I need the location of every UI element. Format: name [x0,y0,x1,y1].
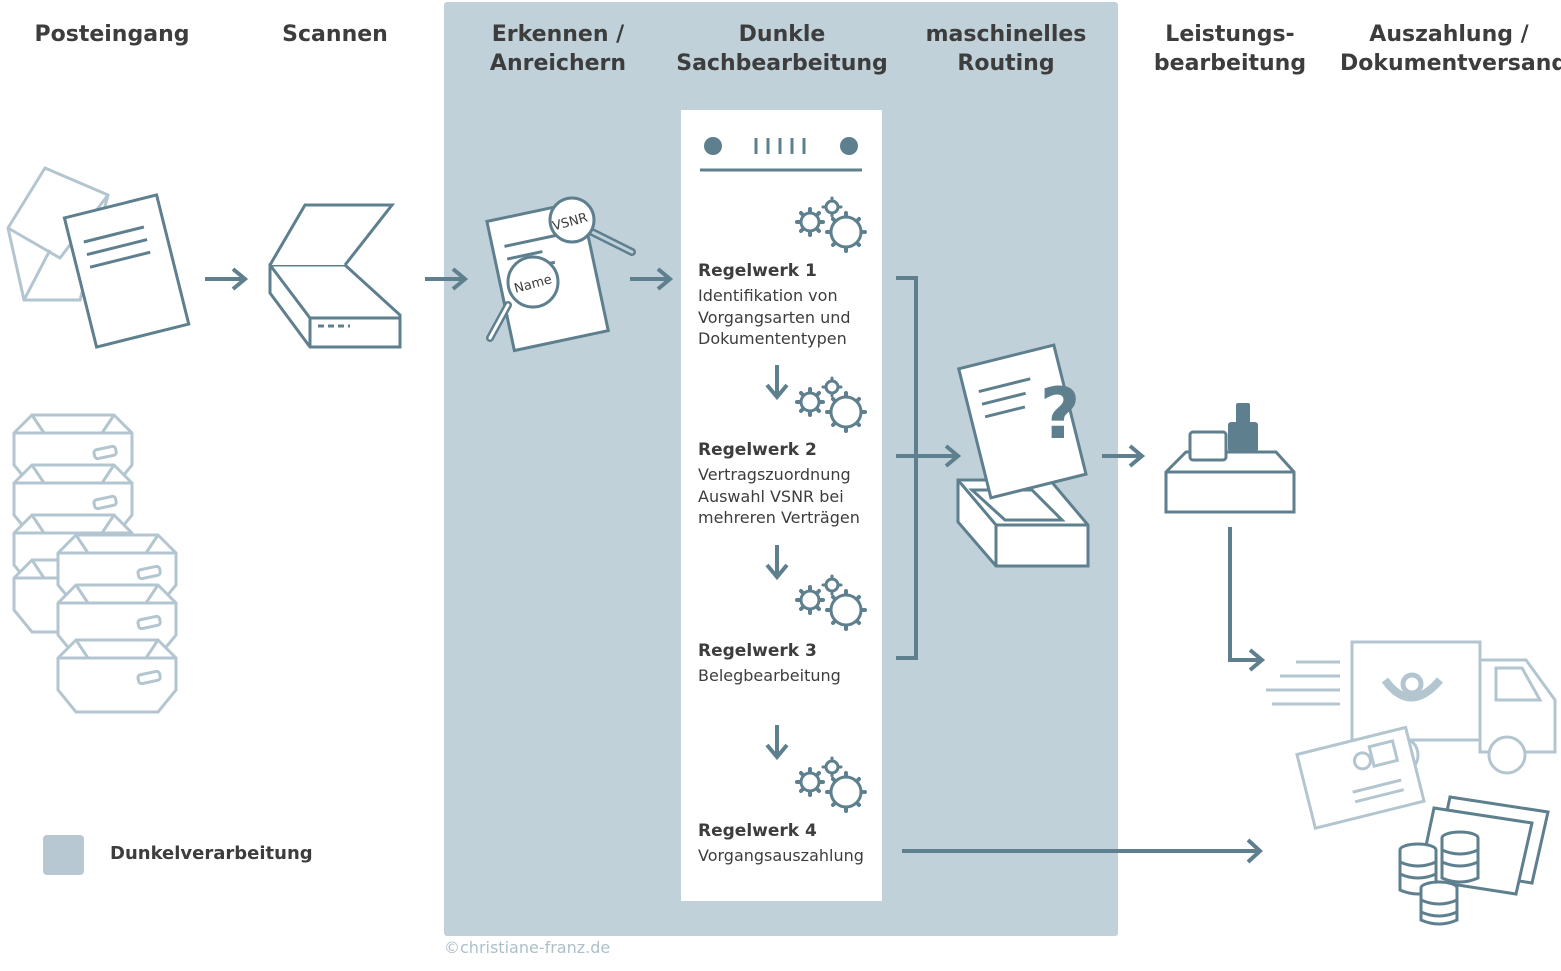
down-arrow-3 [765,723,789,759]
routing-tray-icon [956,478,1090,568]
arrow-long-payout [902,838,1263,864]
arrow-right-4 [916,444,960,468]
mail-tray-stack-icon [12,413,178,714]
header-leistungsbearbeitung: Leistungs- bearbeitung [1153,22,1307,76]
banknotes-icon [1417,795,1550,896]
header-routing: maschinelles Routing [925,22,1087,76]
gears-icon-4 [795,756,867,813]
rule-4-title: Regelwerk 4 [698,821,817,841]
down-arrow-1 [765,363,789,399]
header-posteingang: Posteingang [34,22,190,47]
gears-icon-1 [795,196,867,253]
arrow-right-1 [203,267,247,291]
coin-stacks-icon [1398,830,1480,926]
server-header-icon [700,137,862,172]
rule-3-title: Regelwerk 3 [698,641,817,661]
rule-1-desc: Identifikation von Vorgangsarten und Dok… [698,286,851,348]
document-recognition-icon [485,196,636,353]
rule-4-desc: Vorgangsauszahlung [698,846,864,865]
arrow-down-right [1228,527,1266,672]
header-scannen: Scannen [282,22,388,47]
legend-label: Dunkelverarbeitung [110,843,313,864]
header-auszahlung: Auszahlung / Dokumentversand [1340,22,1561,76]
desk-stamp-icon [1164,403,1296,514]
rule-1-title: Regelwerk 1 [698,261,817,281]
post-horn-icon [1381,672,1444,702]
gears-icon-3 [795,574,867,631]
arrow-right-2 [423,267,467,291]
copyright-text: ©christiane-franz.de [444,938,611,957]
rule-2-title: Regelwerk 2 [698,440,817,460]
rule-2-desc: Vertragszuordnung Auswahl VSNR bei mehre… [698,465,860,527]
gears-icon-2 [795,376,867,433]
scanner-icon [268,203,402,349]
rule-3-desc: Belegbearbeitung [698,666,841,685]
question-document-icon [956,343,1088,500]
header-erkennen: Erkennen / Anreichern [489,22,627,76]
routing-bracket [896,276,918,660]
header-dunkle-sachbearbeitung: Dunkle Sachbearbeitung [676,22,888,76]
letter-icon [62,193,191,349]
arrow-right-5 [1100,444,1144,468]
legend-swatch [43,835,84,875]
question-mark-icon: ? [1040,373,1081,455]
arrow-right-3 [628,267,672,291]
postcard-icon [1295,725,1426,831]
down-arrow-2 [765,543,789,579]
